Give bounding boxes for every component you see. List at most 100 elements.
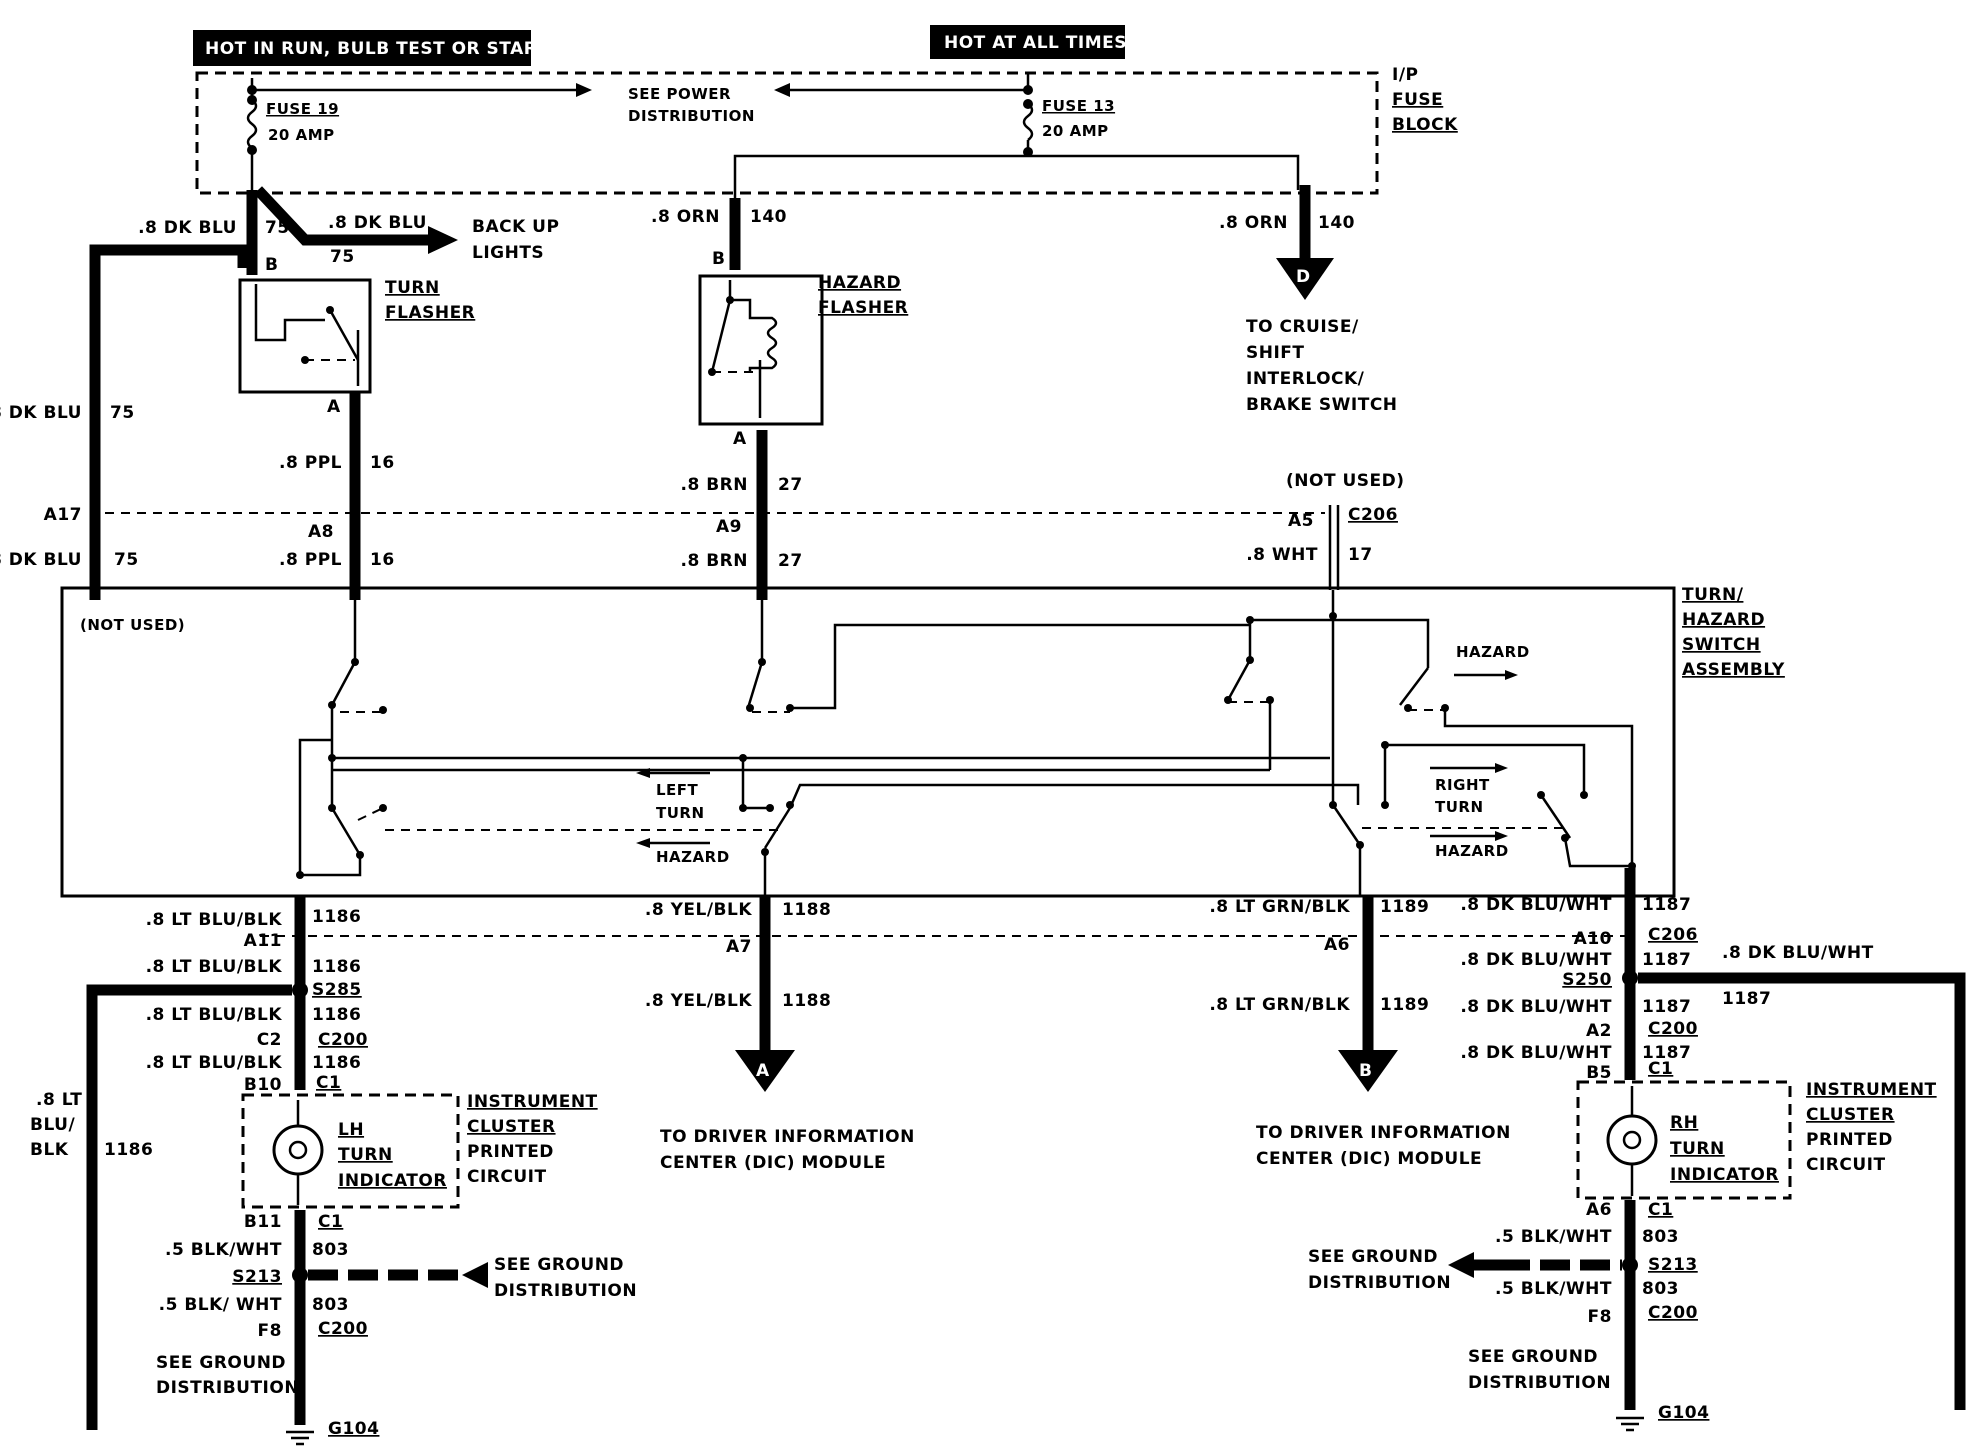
lh-side-2: BLU/ xyxy=(30,1115,75,1135)
lh-indicator-3: INDICATOR xyxy=(338,1171,447,1191)
wht-circuit-label: 17 xyxy=(1348,545,1373,565)
rh-indicator-2: TURN xyxy=(1670,1139,1725,1159)
hazard-in-wire: .8 ORN xyxy=(651,207,720,227)
switch-right-turn-1: RIGHT xyxy=(1435,776,1490,794)
lh-see-ground-2: DISTRIBUTION xyxy=(494,1281,637,1301)
rh-ground: G104 xyxy=(1658,1403,1709,1423)
lh-w2: .8 LT BLU/BLK xyxy=(146,957,283,977)
rh-g-w1: .5 BLK/WHT xyxy=(1495,1227,1612,1247)
rh-w2: .8 DK BLU/WHT xyxy=(1460,950,1612,970)
fuse-block: I/P FUSE BLOCK SEE POWER DISTRIBUTION FU… xyxy=(195,65,1458,200)
rh-c2: 1187 xyxy=(1642,950,1691,970)
turn-flasher-label-2: FLASHER xyxy=(385,303,475,323)
lh-c3: 1186 xyxy=(312,1005,361,1025)
hazard-in-circuit: 140 xyxy=(750,207,787,227)
dic-a-dest-1: TO DRIVER INFORMATION xyxy=(660,1127,915,1147)
lh-conn-c1: C1 xyxy=(316,1073,341,1093)
hazard-flasher-label-1: HAZARD xyxy=(818,273,901,293)
lh-side-3: BLK xyxy=(30,1140,69,1160)
cruise-dest-1: TO CRUISE/ xyxy=(1246,317,1359,337)
rh-cluster-1: INSTRUMENT xyxy=(1806,1080,1937,1100)
lh-side-circuit: 1186 xyxy=(104,1140,153,1160)
fuse19-rating: 20 AMP xyxy=(268,126,335,144)
see-power-text-2: DISTRIBUTION xyxy=(628,107,755,125)
lh-cluster-4: CIRCUIT xyxy=(467,1167,547,1187)
lh-cluster-1: INSTRUMENT xyxy=(467,1092,598,1112)
left-wire-lower-label: .8 DK BLU xyxy=(0,550,82,570)
lh-w4: .8 LT BLU/BLK xyxy=(146,1053,283,1073)
fuse19-name: FUSE 19 xyxy=(266,100,339,118)
left-circuit-lower-label: 75 xyxy=(114,550,139,570)
turn-flasher-pin-a: A xyxy=(327,397,341,417)
fuse-block-label-2: FUSE xyxy=(1392,90,1443,110)
rh-pin-f8: F8 xyxy=(1588,1307,1612,1327)
lh-c4: 1186 xyxy=(312,1053,361,1073)
switch-not-used: (NOT USED) xyxy=(80,616,185,634)
rh-cluster-3: PRINTED xyxy=(1806,1130,1893,1150)
fuse-block-label-1: I/P xyxy=(1392,65,1419,85)
lh-see-ground2-1: SEE GROUND xyxy=(156,1353,286,1373)
lh-g-c2: 803 xyxy=(312,1295,349,1315)
dic-a-circuit: A .8 YEL/BLK 1188 A7 .8 YEL/BLK 1188 TO … xyxy=(645,896,915,1173)
lh-pin-c2: C2 xyxy=(257,1030,282,1050)
dic-a-w2: .8 YEL/BLK xyxy=(645,991,752,1011)
lh-conn-c200-low: C200 xyxy=(318,1319,368,1339)
fuse-block-label-3: BLOCK xyxy=(1392,115,1458,135)
brn-circuit-label: 27 xyxy=(778,475,803,495)
rh-cluster-2: CLUSTER xyxy=(1806,1105,1895,1125)
rh-g-c2: 803 xyxy=(1642,1279,1679,1299)
c206-upper-label: C206 xyxy=(1348,505,1398,525)
dic-a-connector: A xyxy=(756,1061,770,1081)
cruise-dest-2: SHIFT xyxy=(1246,343,1305,363)
ppl-circuit-label: 16 xyxy=(370,453,395,473)
lh-pin-b10: B10 xyxy=(244,1075,282,1095)
dic-b-w1: .8 LT GRN/BLK xyxy=(1209,897,1350,917)
lh-g-w1: .5 BLK/WHT xyxy=(165,1240,282,1260)
rh-conn-c200-low: C200 xyxy=(1648,1303,1698,1323)
rh-side-circuit: 1187 xyxy=(1722,989,1771,1009)
rh-g-splice: S213 xyxy=(1648,1255,1698,1275)
rh-cluster-4: CIRCUIT xyxy=(1806,1155,1886,1175)
rh-conn-c1-low: C1 xyxy=(1648,1200,1673,1220)
switch-right-turn-2: TURN xyxy=(1435,798,1484,816)
switch-label-3: SWITCH xyxy=(1682,635,1761,655)
fuse13-rating: 20 AMP xyxy=(1042,122,1109,140)
ppl-pin-label: A8 xyxy=(308,522,334,542)
brn-wire-lower-label: .8 BRN xyxy=(681,551,748,571)
ppl-wire-label: .8 PPL xyxy=(279,453,342,473)
rh-see-ground-2: DISTRIBUTION xyxy=(1308,1273,1451,1293)
cruise-circuit-num: 140 xyxy=(1318,213,1355,233)
rh-pin-b5: B5 xyxy=(1586,1063,1612,1083)
rh-g-w2: .5 BLK/WHT xyxy=(1495,1279,1612,1299)
back-up-lights-circuit: .8 DK BLU 75 BACK UP LIGHTS .8 DK BLU 75 xyxy=(138,186,559,275)
turn-flasher-in-circuit: 75 xyxy=(265,218,290,238)
rh-pin1: A10 xyxy=(1574,929,1612,949)
brn-pin-label: A9 xyxy=(716,517,742,537)
rh-see-ground2-2: DISTRIBUTION xyxy=(1468,1373,1611,1393)
lh-cluster-2: CLUSTER xyxy=(467,1117,556,1137)
left-pin-label: A17 xyxy=(44,505,82,525)
wht-wire-label: .8 WHT xyxy=(1246,545,1318,565)
dic-a-w1: .8 YEL/BLK xyxy=(645,900,752,920)
dic-a-pin: A7 xyxy=(726,937,752,957)
header-hot-at-all-times-text: HOT AT ALL TIMES xyxy=(944,33,1127,53)
rh-pin-a6: A6 xyxy=(1586,1200,1612,1220)
lh-w1: .8 LT BLU/BLK xyxy=(146,910,283,930)
see-power-text-1: SEE POWER xyxy=(628,85,731,103)
rh-side-wire: .8 DK BLU/WHT xyxy=(1722,943,1874,963)
switch-label-2: HAZARD xyxy=(1682,610,1765,630)
dic-a-c1: 1188 xyxy=(782,900,831,920)
brn-wire-label: .8 BRN xyxy=(681,475,748,495)
rh-c3: 1187 xyxy=(1642,997,1691,1017)
rh-conn-c200: C200 xyxy=(1648,1019,1698,1039)
left-wire-label: .8 DK BLU xyxy=(0,403,82,423)
rh-turn-circuit: .8 DK BLU/WHT 1187 A10 C206 .8 DK BLU/WH… xyxy=(1308,868,1966,1432)
back-up-wire-text: .8 DK BLU xyxy=(328,213,427,233)
lh-w3: .8 LT BLU/BLK xyxy=(146,1005,283,1025)
lh-splice: S285 xyxy=(312,980,362,1000)
turn-flasher-label-1: TURN xyxy=(385,278,440,298)
rh-g-c1: 803 xyxy=(1642,1227,1679,1247)
turn-flasher-in-wire: .8 DK BLU xyxy=(138,218,237,238)
switch-label-1: TURN/ xyxy=(1682,585,1744,605)
switch-hazard-top: HAZARD xyxy=(1456,643,1530,661)
